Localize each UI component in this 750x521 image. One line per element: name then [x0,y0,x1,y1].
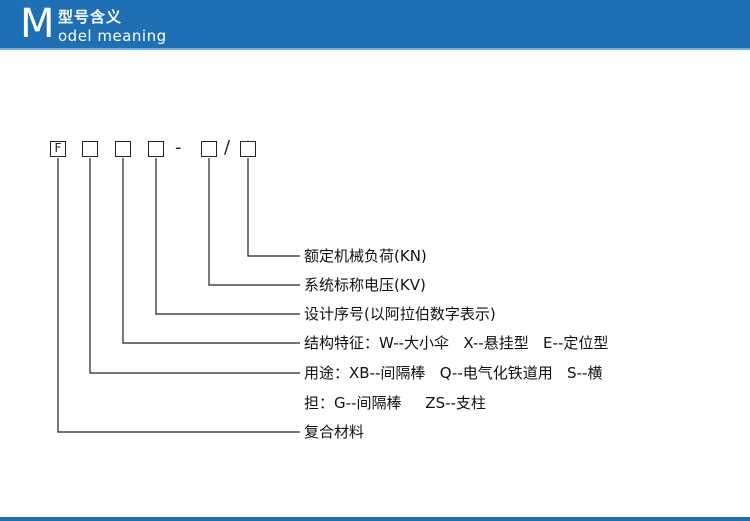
desc-material: 复合材料 [304,423,365,441]
code-box-load [240,141,256,157]
header-letter: M [20,1,55,47]
footer-bar [0,517,750,521]
code-box-structure [115,141,131,157]
desc-structure: 结构特征：W--大小伞 X--悬挂型 E--定位型 [304,334,609,352]
code-box-design-number [148,141,164,157]
leader-structure [122,158,300,344]
leader-design-number [155,158,300,315]
code-box-usage [82,141,98,157]
leader-load [247,158,300,257]
header-accent-line [0,48,750,50]
leader-voltage [208,158,300,286]
code-dash: - [175,137,182,158]
code-slash: / [224,137,231,158]
header-subtitle-en: odel meaning [58,27,167,45]
desc-usage: 用途：XB--间隔棒 Q--电气化铁道用 S--横 [304,364,603,382]
code-box-material: F [50,141,66,157]
leader-material [57,158,300,433]
header-title-cn: 型号含义 [58,8,123,26]
code-box-voltage [201,141,217,157]
desc-usage-cont: 担：G--间隔棒 ZS--支柱 [304,394,486,412]
leader-usage [89,158,300,374]
desc-design-number: 设计序号(以阿拉伯数字表示) [304,305,496,323]
desc-rated-load: 额定机械负荷(KN) [304,247,427,265]
header-bar [0,0,750,48]
desc-nominal-voltage: 系统标称电压(KV) [304,276,426,294]
